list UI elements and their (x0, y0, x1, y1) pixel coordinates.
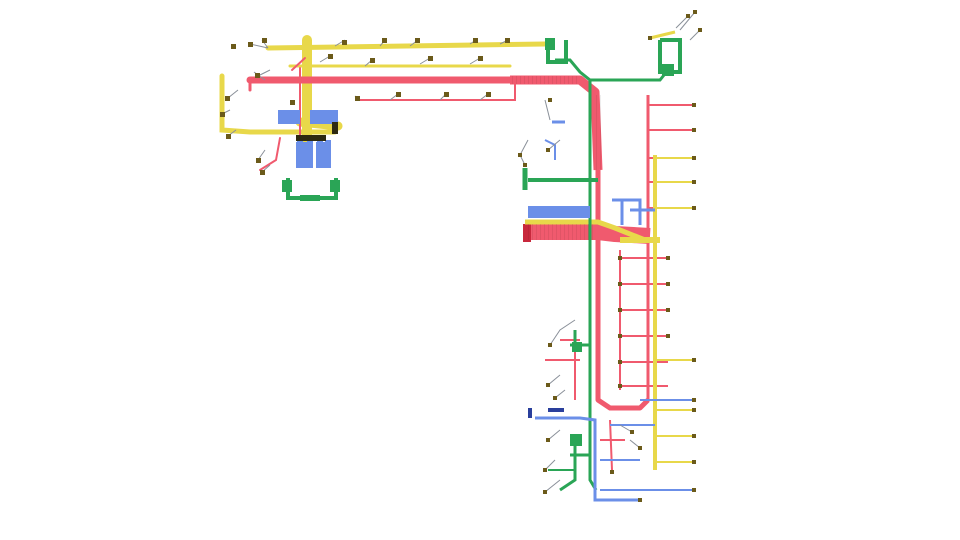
yellow-bundle-top-left (219, 35, 548, 145)
blue-bundle-right (528, 120, 692, 502)
bundle-ribbing (510, 76, 602, 240)
left-harness-cluster (219, 35, 559, 201)
left-wire-leads (221, 39, 509, 173)
left-splice-block-2 (332, 122, 338, 134)
right-connector-terminals (518, 10, 702, 502)
red-bundle-top-left (246, 57, 559, 171)
main-trunk-cluster (510, 10, 702, 502)
green-connector-blocks (545, 38, 674, 446)
yellow-bundle-right (525, 30, 692, 470)
blue-bundle-left (278, 110, 338, 168)
left-splice-block (296, 135, 326, 141)
green-bundle-left (282, 178, 340, 201)
navy-connector-strip (528, 408, 564, 418)
left-connector-terminals (220, 38, 510, 175)
